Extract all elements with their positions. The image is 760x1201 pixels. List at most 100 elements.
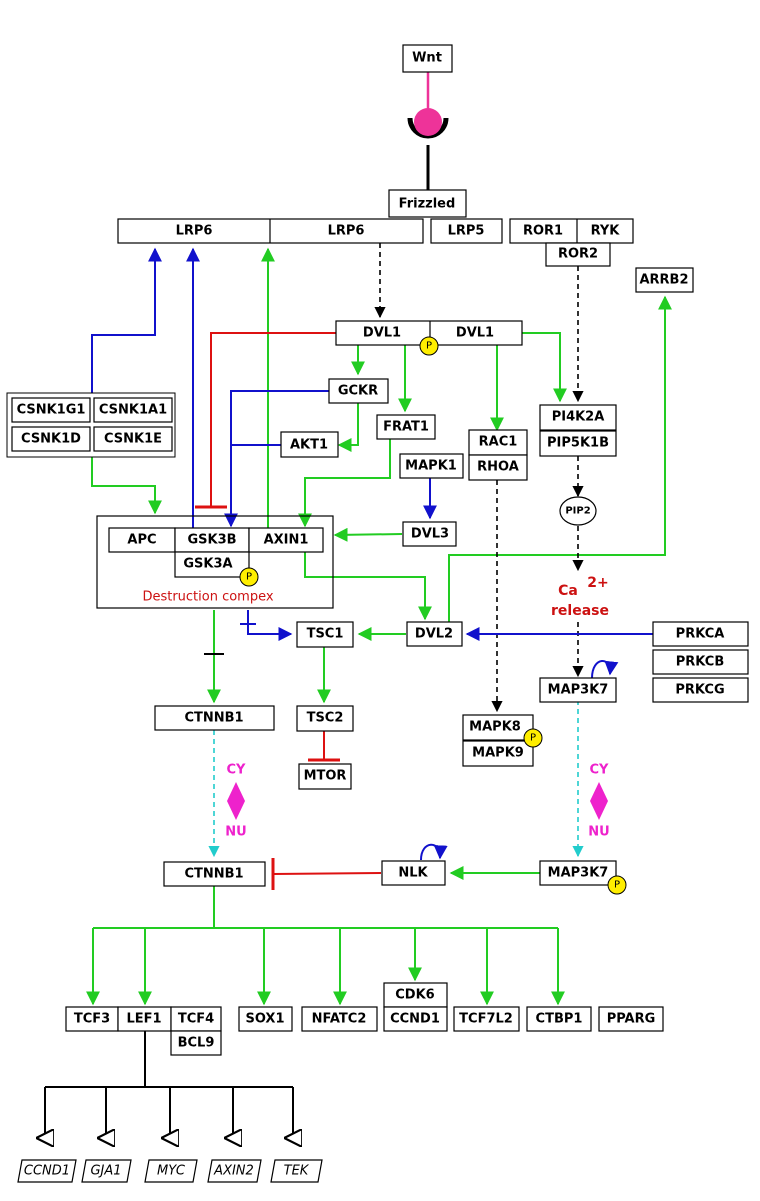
edge-dvl3-complex	[333, 527, 403, 542]
gene-axin2[interactable]: AXIN2	[207, 1159, 262, 1183]
csnk1d-label: CSNK1D	[21, 432, 81, 447]
phospho-badge-icon	[419, 336, 439, 356]
nfatc2-node[interactable]: NFATC2	[301, 1006, 378, 1032]
frat1-label: FRAT1	[383, 420, 429, 435]
gckr-label: GCKR	[338, 384, 378, 399]
target-genes: CCND1 GJA1 MYC AXIN2 TEK	[17, 1159, 323, 1183]
dvl3-label: DVL3	[411, 527, 449, 542]
gene-gja1[interactable]: GJA1	[81, 1159, 132, 1183]
cy-left-label: CY	[227, 763, 247, 778]
tcf4-label: TCF4	[178, 1012, 214, 1027]
rac1-rhoa-node[interactable]: RAC1 RHOA	[468, 429, 528, 481]
gene-tek-label: TEK	[284, 1164, 310, 1179]
tsc1-node[interactable]: TSC1	[296, 621, 354, 648]
mapk8-mapk9-node[interactable]: MAPK8 MAPK9 P	[462, 714, 543, 767]
frat1-node[interactable]: FRAT1	[376, 414, 436, 440]
gsk3a-label: GSK3A	[183, 557, 232, 572]
wnt-node[interactable]: Wnt	[402, 44, 453, 73]
edge-frat1-axin1	[298, 439, 391, 528]
csnk1-group[interactable]: CSNK1G1 CSNK1A1 CSNK1D CSNK1E	[6, 392, 176, 458]
bcl9-label: BCL9	[178, 1036, 215, 1051]
dvl2-node[interactable]: DVL2	[406, 621, 463, 647]
ctbp1-node[interactable]: CTBP1	[526, 1006, 592, 1032]
phospho-label: P	[426, 341, 432, 352]
dvl3-node[interactable]: DVL3	[402, 521, 457, 547]
map3k7-nu-node[interactable]: MAP3K7 P	[539, 860, 627, 895]
cdk6-label: CDK6	[395, 988, 434, 1003]
edge-csnk1-complex	[91, 457, 162, 515]
edge-dvl1-gsk3b-inhibit	[210, 332, 336, 507]
compartment-diamond-icon	[227, 782, 245, 820]
nu-left-label: NU	[225, 825, 246, 840]
gene-ccnd1[interactable]: CCND1	[17, 1159, 77, 1183]
frizzled-label: Frizzled	[399, 197, 456, 212]
ca-charge-label: 2+	[587, 575, 608, 591]
pip5k1b-label: PIP5K1B	[547, 436, 609, 451]
pparg-node[interactable]: PPARG	[598, 1006, 664, 1032]
akt1-label: AKT1	[290, 438, 328, 453]
destruction-complex[interactable]: APC GSK3B AXIN1 GSK3A P Destruction comp…	[96, 515, 334, 609]
tcf-lef-group[interactable]: TCF3 LEF1 TCF4 BCL9	[65, 1006, 222, 1056]
pip2-node[interactable]: PIP2	[559, 496, 597, 526]
prkc-group[interactable]: PRKCA PRKCB PRKCG	[652, 621, 749, 703]
ror-ryk-node[interactable]: ROR1 RYK ROR2	[509, 218, 634, 267]
release-label: release	[551, 603, 609, 619]
cdk6-ccnd1-node[interactable]: CDK6 CCND1	[383, 982, 448, 1032]
map3k7-cy-label: MAP3K7	[548, 683, 609, 698]
gene-gja1-label: GJA1	[90, 1164, 121, 1179]
edge-gene-gja1	[99, 1087, 106, 1138]
destruction-complex-label: Destruction compex	[142, 590, 273, 605]
map3k7-nu-label: MAP3K7	[548, 866, 609, 881]
edge-csnk1-lrp6	[91, 247, 162, 393]
nfatc2-label: NFATC2	[312, 1012, 367, 1027]
pi4k2a-pip5k1b-node[interactable]: PI4K2A PIP5K1B	[539, 404, 617, 457]
tsc1-label: TSC1	[307, 627, 344, 642]
lrp5-node[interactable]: LRP5	[430, 218, 503, 244]
lrp5-label: LRP5	[448, 224, 485, 239]
sox1-node[interactable]: SOX1	[238, 1006, 293, 1032]
map3k7-cy-node[interactable]: MAP3K7	[539, 677, 617, 703]
mapk8-label: MAPK8	[469, 720, 521, 735]
nu-right-label: NU	[588, 825, 609, 840]
nlk-label: NLK	[398, 866, 428, 881]
edge-dvl2-arrb2	[448, 295, 672, 622]
lrp6-right-label: LRP6	[328, 224, 365, 239]
ctbp1-label: CTBP1	[536, 1012, 583, 1027]
prkcg-label: PRKCG	[675, 683, 724, 698]
self-loop-map3k7	[591, 660, 619, 679]
dvl1-right-label: DVL1	[456, 326, 494, 341]
ctnnb1-cy-node[interactable]: CTNNB1	[154, 705, 275, 731]
nlk-node[interactable]: NLK	[381, 860, 446, 886]
ctnnb1-nu-node[interactable]: CTNNB1	[163, 861, 266, 887]
gene-myc[interactable]: MYC	[144, 1159, 198, 1183]
edge-gckr-gsk3b	[224, 390, 329, 528]
phospho-label: P	[246, 572, 252, 583]
mtor-node[interactable]: MTOR	[298, 763, 352, 790]
mapk1-node[interactable]: MAPK1	[399, 453, 464, 479]
dvl1-node[interactable]: DVL1 DVL1 P	[335, 320, 523, 356]
gene-tek[interactable]: TEK	[270, 1159, 323, 1183]
arrb2-node[interactable]: ARRB2	[635, 267, 694, 293]
ror2-label: ROR2	[558, 247, 598, 262]
rhoa-label: RHOA	[477, 460, 519, 475]
sox1-label: SOX1	[245, 1012, 284, 1027]
akt1-node[interactable]: AKT1	[280, 431, 339, 458]
arrb2-label: ARRB2	[639, 273, 688, 288]
tsc2-node[interactable]: TSC2	[296, 705, 354, 732]
calcium-release: Ca 2+ release	[551, 575, 609, 619]
phospho-badge-icon	[239, 567, 259, 587]
csnk1e-label: CSNK1E	[104, 432, 162, 447]
axin1-label: AXIN1	[264, 533, 309, 548]
wnt-ligand-icon	[414, 108, 442, 136]
lrp6-node[interactable]: LRP6 LRP6	[117, 218, 424, 244]
edge-gene-ccnd1	[38, 1087, 45, 1138]
tcf3-label: TCF3	[74, 1012, 110, 1027]
edge-gene-axin2	[226, 1087, 233, 1138]
frizzled-node[interactable]: Frizzled	[388, 189, 467, 218]
csnk1g1-label: CSNK1G1	[17, 403, 86, 418]
gsk3b-label: GSK3B	[187, 533, 236, 548]
compartment-right: CY NU	[588, 763, 609, 840]
rac1-label: RAC1	[479, 435, 518, 450]
tcf7l2-node[interactable]: TCF7L2	[453, 1006, 520, 1032]
gckr-node[interactable]: GCKR	[328, 378, 389, 404]
